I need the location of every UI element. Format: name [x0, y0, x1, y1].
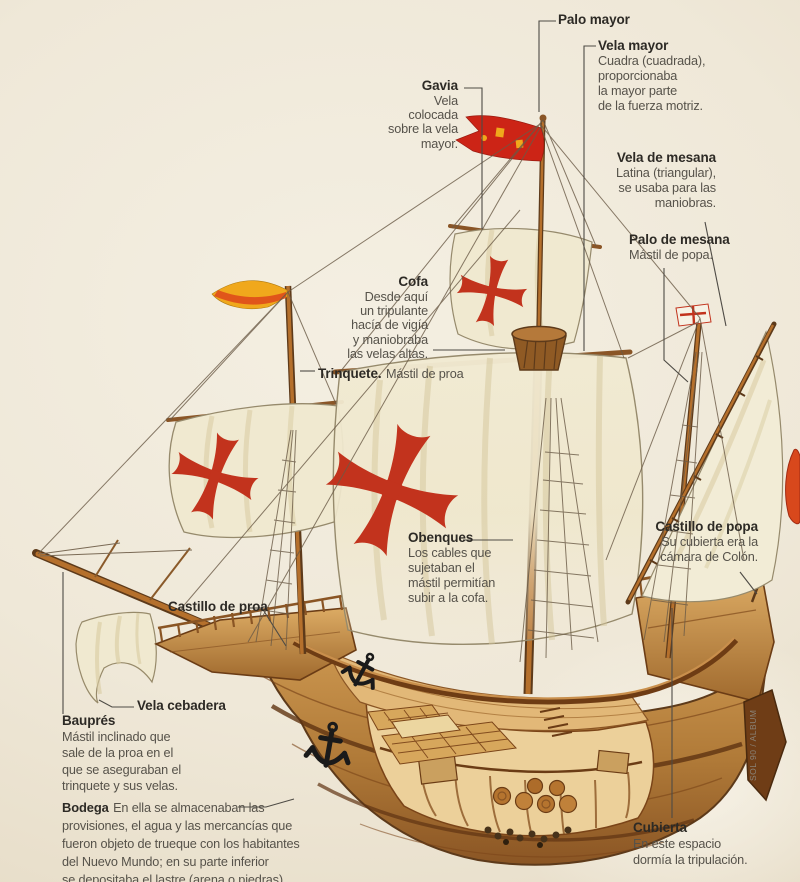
main-deck	[329, 650, 649, 765]
label-vela-de-mesana: Vela de mesana Latina (triangular), se u…	[566, 150, 716, 211]
label-bodega: Bodega En ella se almacenaban las provis…	[62, 799, 322, 882]
cargo-barrels	[418, 749, 630, 814]
label-title: Bodega	[62, 800, 109, 815]
label-body: Mástil de proa	[385, 367, 464, 381]
spritsail-vela-cebadera	[75, 611, 157, 704]
label-obenques: Obenques Los cables que sujetaban el más…	[408, 530, 528, 606]
label-body: Cuadra (cuadrada), proporcionaba la mayo…	[598, 54, 706, 113]
mizzen-flag	[675, 303, 712, 327]
label-gavia: Gavia Vela colocada sobre la vela mayor.	[328, 78, 458, 151]
label-trinquete: Trinquete. Mástil de proa	[318, 365, 518, 383]
label-castillo-de-popa: Castillo de popa Su cubierta era la cáma…	[608, 519, 758, 565]
label-body: En este espacio dormía la tripulación.	[633, 837, 748, 868]
credit-text: SOL 90 / ALBUM	[748, 709, 758, 781]
label-palo-de-mesana: Palo de mesana Mástil de popa.	[629, 232, 759, 263]
label-title: Cubierta	[633, 820, 687, 835]
fore-sail	[162, 403, 344, 539]
label-body: Mástil de popa.	[629, 248, 713, 262]
rigging	[37, 119, 745, 663]
label-cofa: Cofa Desde aquí un tripulante hacía de v…	[288, 274, 428, 361]
label-cubierta: Cubierta En este espacio dormía la tripu…	[633, 820, 773, 869]
label-body: Desde aquí un tripulante hacía de vigía …	[347, 290, 428, 361]
anchor-icon	[303, 652, 375, 768]
cofa-crows-nest	[511, 325, 567, 371]
label-vela-cebadera: Vela cebadera	[137, 698, 257, 714]
ballast	[484, 826, 572, 848]
label-body: Latina (triangular), se usaba para las m…	[616, 166, 716, 210]
label-title: Bauprés	[62, 713, 116, 728]
label-baupres: Bauprés Mástil inclinado que sale de la …	[62, 713, 197, 795]
lateen-yard	[625, 321, 777, 605]
label-castillo-de-proa: Castillo de proa	[168, 599, 298, 615]
leader-lines	[62, 20, 758, 818]
sheer-rail-highlight	[293, 637, 735, 700]
label-body: Mástil inclinado que sale de la proa en …	[62, 730, 182, 794]
label-title: Palo mayor	[558, 12, 630, 27]
forecastle-railing	[157, 594, 344, 642]
label-title: Vela cebadera	[137, 698, 226, 713]
label-body: Vela colocada sobre la vela mayor.	[388, 94, 458, 151]
label-title: Gavia	[421, 78, 458, 93]
label-body: Su cubierta era la cámara de Colón.	[660, 535, 758, 564]
label-title: Palo de mesana	[629, 232, 730, 247]
rudder	[743, 688, 787, 802]
forecastle	[154, 594, 357, 681]
label-title: Obenques	[408, 530, 474, 545]
sheer-rail	[292, 637, 739, 705]
label-title: Cofa	[398, 274, 428, 289]
label-title: Vela mayor	[598, 38, 669, 53]
label-body: En ella se almacenaban las provisiones, …	[62, 801, 300, 882]
label-title: Castillo de proa	[168, 599, 268, 614]
main-banner	[455, 114, 547, 162]
red-pennant	[785, 448, 800, 525]
label-palo-mayor: Palo mayor	[558, 12, 678, 28]
label-body: Los cables que sujetaban el mástil permi…	[408, 546, 496, 605]
label-title: Trinquete.	[318, 366, 382, 381]
label-title: Vela de mesana	[616, 150, 716, 165]
label-title: Castillo de popa	[655, 519, 758, 534]
label-vela-mayor: Vela mayor Cuadra (cuadrada), proporcion…	[598, 38, 758, 114]
